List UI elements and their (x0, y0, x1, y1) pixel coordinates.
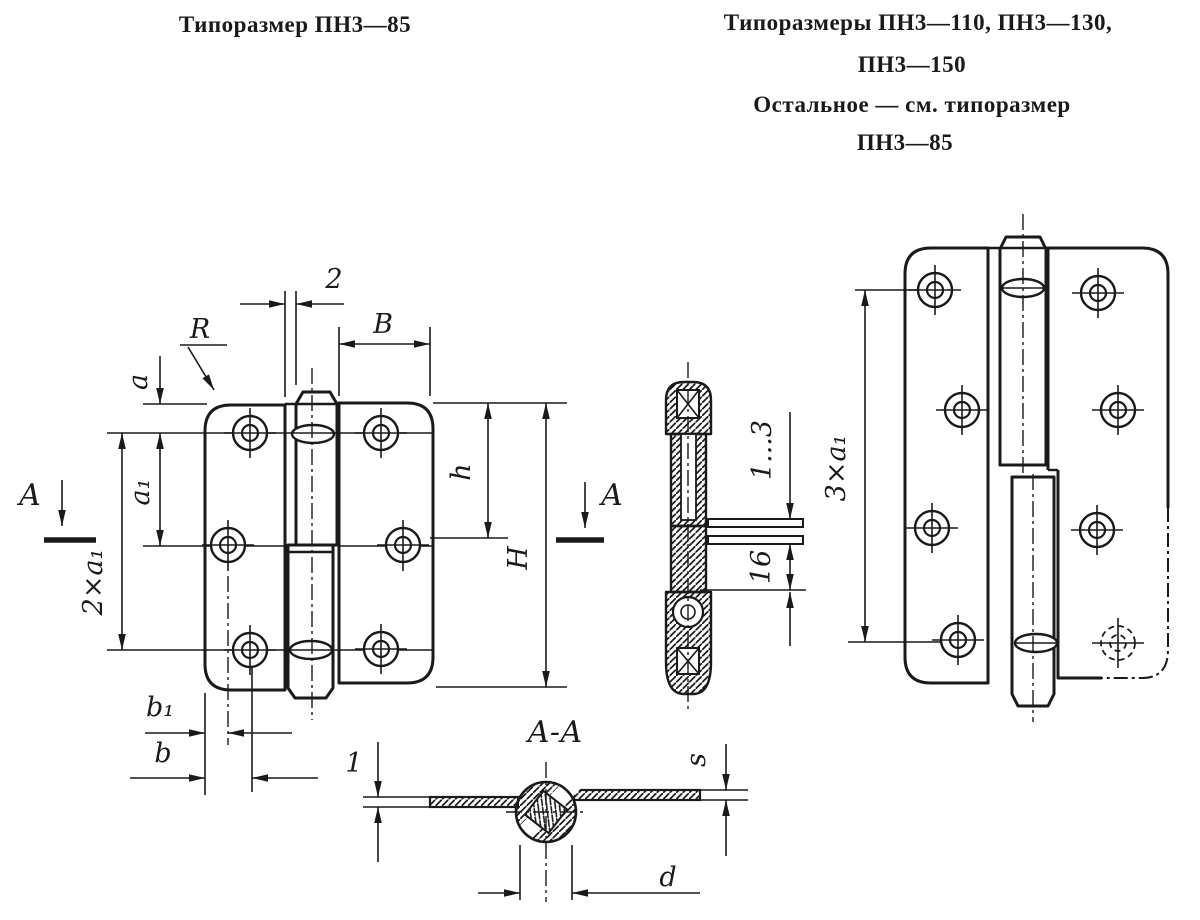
dim-label-3a1: 3×a₁ (821, 435, 852, 502)
right-plate-section (572, 788, 702, 802)
dimension-thickness-s: s (681, 744, 730, 856)
dimension-b: b (130, 738, 318, 782)
header-right-line4: ПН3—85 (857, 130, 953, 155)
dim-label-h: h (446, 463, 477, 480)
header-right-line2: ПН3—150 (858, 52, 966, 77)
dim-label-offset: 1 (345, 748, 362, 779)
header-left-title: Типоразмер ПН3—85 (179, 12, 411, 37)
dim-label-knuckle-len: 16 (746, 550, 777, 584)
dim-label-a1: a₁ (125, 479, 156, 506)
dim-label-diameter: d (659, 862, 676, 893)
dimension-diameter-d: d (478, 845, 700, 900)
pin-slot-top (290, 423, 336, 445)
large-view: 3×a₁ (821, 214, 1170, 722)
large-right-plate (1048, 248, 1168, 678)
dim-label-width: В (372, 309, 393, 340)
large-left-plate (903, 246, 990, 685)
section-view: А-А 1 s (345, 715, 748, 902)
dimension-offset-1: 1 (345, 742, 382, 862)
left-plate-section (428, 795, 520, 809)
dim-label-H: Н (503, 546, 534, 571)
dim-label-b1: b₁ (146, 692, 174, 723)
dim-label-radius: R (189, 314, 210, 345)
phantom-edge (1102, 508, 1169, 679)
dimension-b1: b₁ (145, 692, 292, 737)
dim-label-a: a (123, 374, 154, 390)
lower-plate-edge-strip (707, 535, 804, 545)
hole-cross-ticks (202, 408, 429, 675)
dimension-3a1: 3×a₁ (821, 290, 869, 642)
dimension-gap-range: 1...3 (747, 412, 794, 519)
dim-label-b: b (154, 738, 171, 769)
dimension-a1: a₁ (125, 433, 164, 546)
dim-label-thickness: s (681, 753, 712, 767)
dim-label-2a1: 2×a₁ (78, 549, 109, 617)
dim-label-gap-range: 1...3 (747, 420, 778, 480)
section-title: А-А (525, 715, 583, 750)
dimension-2a1: 2×a₁ (78, 433, 126, 650)
hole-cross-ticks (906, 265, 1144, 668)
upper-knuckle (294, 390, 339, 547)
section-letter-right: А (599, 478, 624, 513)
dim-label-gap: 2 (324, 264, 342, 295)
lower-knuckle (286, 543, 335, 700)
dimension-H: Н (436, 403, 567, 688)
section-mark-left: А (17, 478, 96, 543)
dimension-knuckle-16: 16 (700, 544, 806, 646)
radius-leader: R (180, 314, 227, 391)
header-right-line3: Остальное — см. типоразмер (753, 92, 1070, 117)
header-right-line1: Типоразмеры ПН3—110, ПН3—130, (724, 10, 1112, 35)
dimension-a: a (123, 356, 207, 405)
section-mark-right: А (556, 478, 624, 543)
upper-plate-edge-strip (707, 518, 804, 528)
dimension-width-B: В (338, 309, 431, 396)
side-view: 1...3 16 (664, 362, 806, 712)
dimension-gap-2: 2 (240, 264, 344, 397)
section-letter-left: А (17, 478, 42, 513)
front-view: 2 В R a a₁ 2×a₁ (17, 264, 624, 795)
